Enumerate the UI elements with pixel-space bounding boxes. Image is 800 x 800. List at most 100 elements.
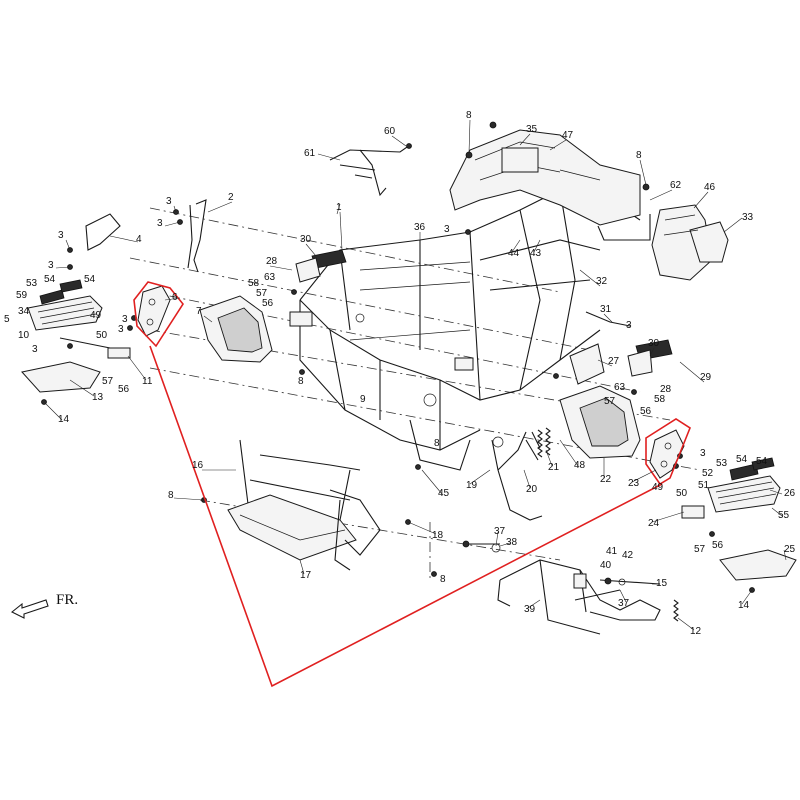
leader-line (468, 119, 471, 154)
callout-54: 54 (756, 456, 768, 467)
callout-28: 28 (660, 384, 672, 395)
highlight-group (133, 281, 691, 688)
callout-3: 3 (32, 344, 38, 355)
tail-housing (651, 204, 729, 281)
callout-59: 59 (16, 290, 28, 301)
highlight-connector (149, 345, 663, 688)
footrest-pad-right (627, 339, 673, 377)
callout-57: 57 (604, 396, 616, 407)
callout-61: 61 (304, 148, 316, 159)
callout-labels: 1 2 3 3 3 3 3 3 3 3 3 3 4 5 6 7 8 8 8 8 … (4, 110, 796, 637)
leader-line (559, 439, 579, 467)
leader-lines (45, 119, 787, 631)
callout-11: 11 (142, 376, 153, 387)
callout-49: 49 (652, 482, 664, 493)
fastener-set (462, 540, 661, 586)
callout-54: 54 (736, 454, 748, 465)
callout-53: 53 (26, 278, 38, 289)
leader-line (127, 355, 147, 381)
callout-44: 44 (508, 248, 520, 259)
callout-49: 49 (90, 310, 102, 321)
leader-line (723, 217, 743, 233)
callout-50: 50 (96, 330, 108, 341)
leader-line (55, 266, 71, 269)
callout-30: 30 (648, 338, 660, 349)
callout-14: 14 (738, 600, 750, 611)
rear-carrier (449, 121, 651, 241)
leader-line (597, 359, 613, 367)
leader-line (65, 239, 71, 251)
callout-63: 63 (614, 382, 626, 393)
left-footrest (21, 213, 131, 393)
callout-22: 22 (600, 474, 612, 485)
callout-8: 8 (440, 574, 446, 585)
callout-30: 30 (300, 234, 312, 245)
callout-18: 18 (432, 530, 444, 541)
leader-line (339, 211, 343, 251)
leader-line (203, 315, 213, 323)
callout-43: 43 (530, 248, 542, 259)
leader-line (164, 297, 181, 301)
callout-24: 24 (648, 518, 660, 529)
callout-38: 38 (506, 537, 518, 548)
leader-line (619, 589, 627, 603)
callout-56: 56 (712, 540, 724, 551)
callout-27: 27 (608, 356, 620, 367)
highlight-box-right (645, 418, 691, 486)
springs (537, 427, 679, 622)
callout-26: 26 (784, 488, 796, 499)
callout-51: 51 (698, 480, 710, 491)
leader-line (679, 361, 705, 383)
callout-47: 47 (562, 130, 574, 141)
callout-3: 3 (626, 320, 632, 331)
leader-line (545, 449, 553, 467)
footrest-pad-left (295, 249, 347, 283)
leader-line (771, 507, 783, 517)
callout-58: 58 (654, 394, 666, 405)
callout-57: 57 (694, 544, 706, 555)
bracket-27 (569, 311, 631, 385)
leader-line (173, 205, 177, 213)
callout-21: 21 (548, 462, 560, 473)
leader-line (649, 347, 655, 357)
callout-10: 10 (18, 330, 30, 341)
callout-45: 45 (438, 488, 450, 499)
leader-line (649, 189, 673, 201)
callout-5: 5 (4, 314, 10, 325)
front-direction-indicator: FR. (10, 592, 78, 619)
callout-3: 3 (700, 448, 706, 459)
callout-20: 20 (526, 484, 538, 495)
callout-36: 36 (414, 222, 426, 233)
callout-16: 16 (192, 460, 204, 471)
callout-7: 7 (196, 306, 202, 317)
callout-8: 8 (434, 438, 440, 449)
leader-line (207, 201, 233, 213)
callout-57: 57 (256, 288, 268, 299)
leader-line (299, 559, 305, 575)
leader-line (317, 153, 341, 161)
leader-line (579, 269, 601, 287)
leader-line (523, 469, 531, 489)
callout-8: 8 (466, 110, 472, 121)
right-side-cover (559, 385, 641, 459)
leader-line (741, 589, 753, 605)
leader-line (527, 599, 541, 609)
callout-46: 46 (704, 182, 716, 193)
callout-41: 41 (606, 546, 618, 557)
callout-56: 56 (640, 406, 652, 417)
leader-line (519, 133, 531, 146)
callout-2: 2 (228, 192, 234, 203)
callout-54: 54 (44, 274, 56, 285)
leader-line (495, 531, 499, 547)
callout-42: 42 (622, 550, 634, 561)
leader-line (639, 159, 647, 186)
leader-line (499, 542, 511, 547)
callout-3: 3 (48, 260, 54, 271)
callout-35: 35 (526, 124, 538, 135)
leader-line (336, 203, 341, 215)
left-bracket-6 (137, 285, 171, 337)
callout-53: 53 (716, 458, 728, 469)
callout-9: 9 (360, 394, 366, 405)
callout-31: 31 (600, 304, 612, 315)
